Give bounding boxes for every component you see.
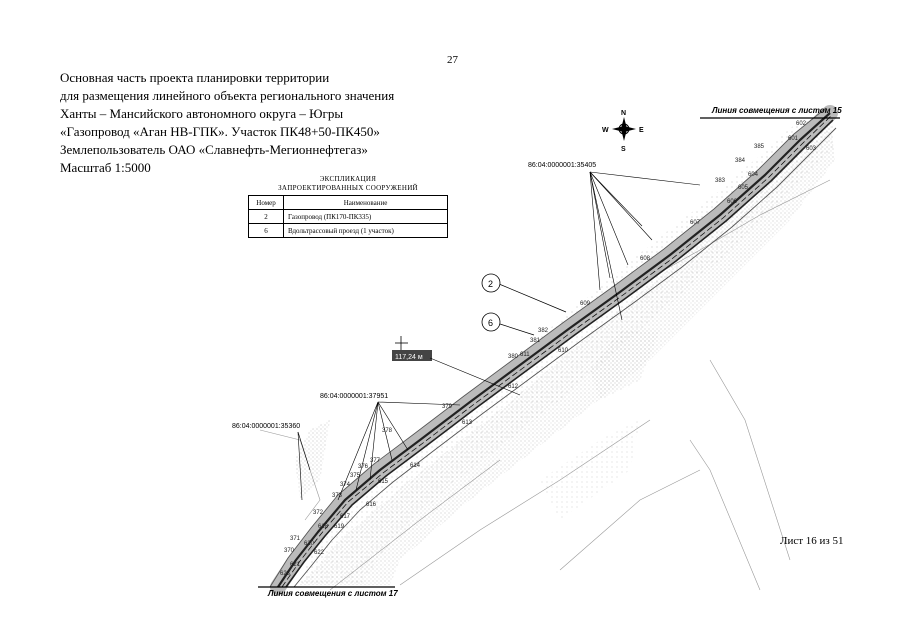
point-label: 381 (530, 338, 541, 344)
title-line: Землепользователь ОАО «Славнефть-Мегионн… (60, 142, 368, 157)
point-label: 612 (508, 384, 519, 390)
explication-title: ЭКСПЛИКАЦИЯ (319, 175, 377, 183)
point-label: 617 (340, 514, 351, 520)
point-label: 607 (690, 220, 701, 226)
point-label: 620 (304, 541, 315, 547)
point-label: 606 (727, 199, 738, 205)
title-line: для размещения линейного объекта региона… (60, 88, 395, 103)
point-label: 370 (284, 548, 295, 554)
parcel-37951: 86:04:0000001:37951 (320, 393, 461, 501)
point-label: 615 (378, 479, 389, 485)
parcel-35360: 86:04:0000001:35360 (232, 423, 311, 501)
point-label: 619 (334, 524, 345, 530)
parcel-label: 86:04:0000001:37951 (320, 393, 388, 400)
point-label: 375 (350, 473, 361, 479)
point-label: 610 (558, 348, 569, 354)
compass-north: N (621, 110, 626, 117)
point-label: 376 (358, 464, 369, 470)
dimension-label: 117,24 м (395, 354, 423, 361)
callout-2: 2 (481, 273, 567, 313)
match-line-bottom-label: Линия совмещения с листом 17 (267, 589, 398, 598)
compass-west: W (602, 127, 609, 134)
point-label: 614 (410, 463, 421, 469)
point-label: 384 (735, 158, 746, 164)
point-label: 603 (806, 146, 817, 152)
point-label: 604 (748, 172, 759, 178)
row-name: Вдольтрассовый проезд (1 участок) (283, 223, 448, 238)
table-header-row: Номер Наименование (248, 195, 448, 210)
page-number: 27 (447, 54, 458, 66)
callout-label: 2 (488, 279, 493, 289)
point-label: 382 (538, 328, 549, 334)
match-line-bottom: Линия совмещения с листом 17 (258, 586, 398, 598)
point-label: 371 (290, 536, 301, 542)
match-line-top-label: Линия совмещения с листом 15 (711, 106, 842, 115)
compass-east: E (639, 127, 644, 134)
point-label: 611 (520, 352, 530, 358)
title-line: «Газопровод «Аган НВ-ГПК». Участок ПК48+… (60, 124, 380, 139)
point-labels: 370 371 372 373 374 375 376 377 378 379 … (280, 121, 817, 577)
dimension-label-group: 117,24 м (392, 336, 521, 396)
point-label: 378 (382, 428, 393, 434)
point-label: 618 (318, 524, 329, 530)
explication-grid: Номер Наименование 2 Газопровод (ПК170-П… (248, 195, 448, 238)
callout-6: 6 (481, 312, 535, 336)
point-label: 623 (280, 571, 291, 577)
point-label: 616 (366, 502, 377, 508)
point-label: 373 (332, 493, 343, 499)
scale-label: Масштаб 1:5000 (60, 160, 151, 175)
title-line: Ханты – Мансийского автономного округа –… (60, 106, 344, 121)
point-label: 602 (796, 121, 807, 127)
explication-table: ЭКСПЛИКАЦИЯ ЗАПРОЕКТИРОВАННЫХ СООРУЖЕНИЙ… (248, 175, 448, 238)
title-line: Основная часть проекта планировки террит… (60, 70, 330, 85)
table-row: 6 Вдольтрассовый проезд (1 участок) (248, 223, 448, 238)
parcel-label: 86:04:0000001:35405 (528, 162, 596, 169)
compass-rose-icon: N S W E (602, 110, 644, 153)
pipeline-corridor (269, 105, 838, 595)
point-label: 379 (442, 404, 453, 410)
explication-subtitle: ЗАПРОЕКТИРОВАННЫХ СООРУЖЕНИЙ (278, 184, 418, 192)
title-block: Основная часть проекта планировки террит… (60, 69, 394, 177)
parcel-35405: 86:04:0000001:35405 (528, 162, 701, 321)
point-label: 374 (340, 482, 351, 488)
point-label: 622 (314, 550, 325, 556)
match-line-top: Линия совмещения с листом 15 (700, 106, 842, 119)
point-label: 385 (754, 144, 765, 150)
callout-label: 6 (488, 318, 493, 328)
point-label: 609 (580, 301, 591, 307)
point-label: 372 (313, 510, 324, 516)
point-label: 380 (508, 354, 519, 360)
compass-south: S (621, 146, 626, 153)
point-label: 383 (715, 178, 726, 184)
point-label: 605 (738, 185, 749, 191)
point-label: 621 (290, 562, 301, 568)
point-label: 377 (370, 458, 381, 464)
point-label: 613 (462, 420, 473, 426)
point-label: 608 (640, 256, 651, 262)
parcel-label: 86:04:0000001:35360 (232, 423, 300, 430)
sheet-info: Лист 16 из 51 (780, 535, 844, 547)
point-label: 601 (788, 136, 799, 142)
